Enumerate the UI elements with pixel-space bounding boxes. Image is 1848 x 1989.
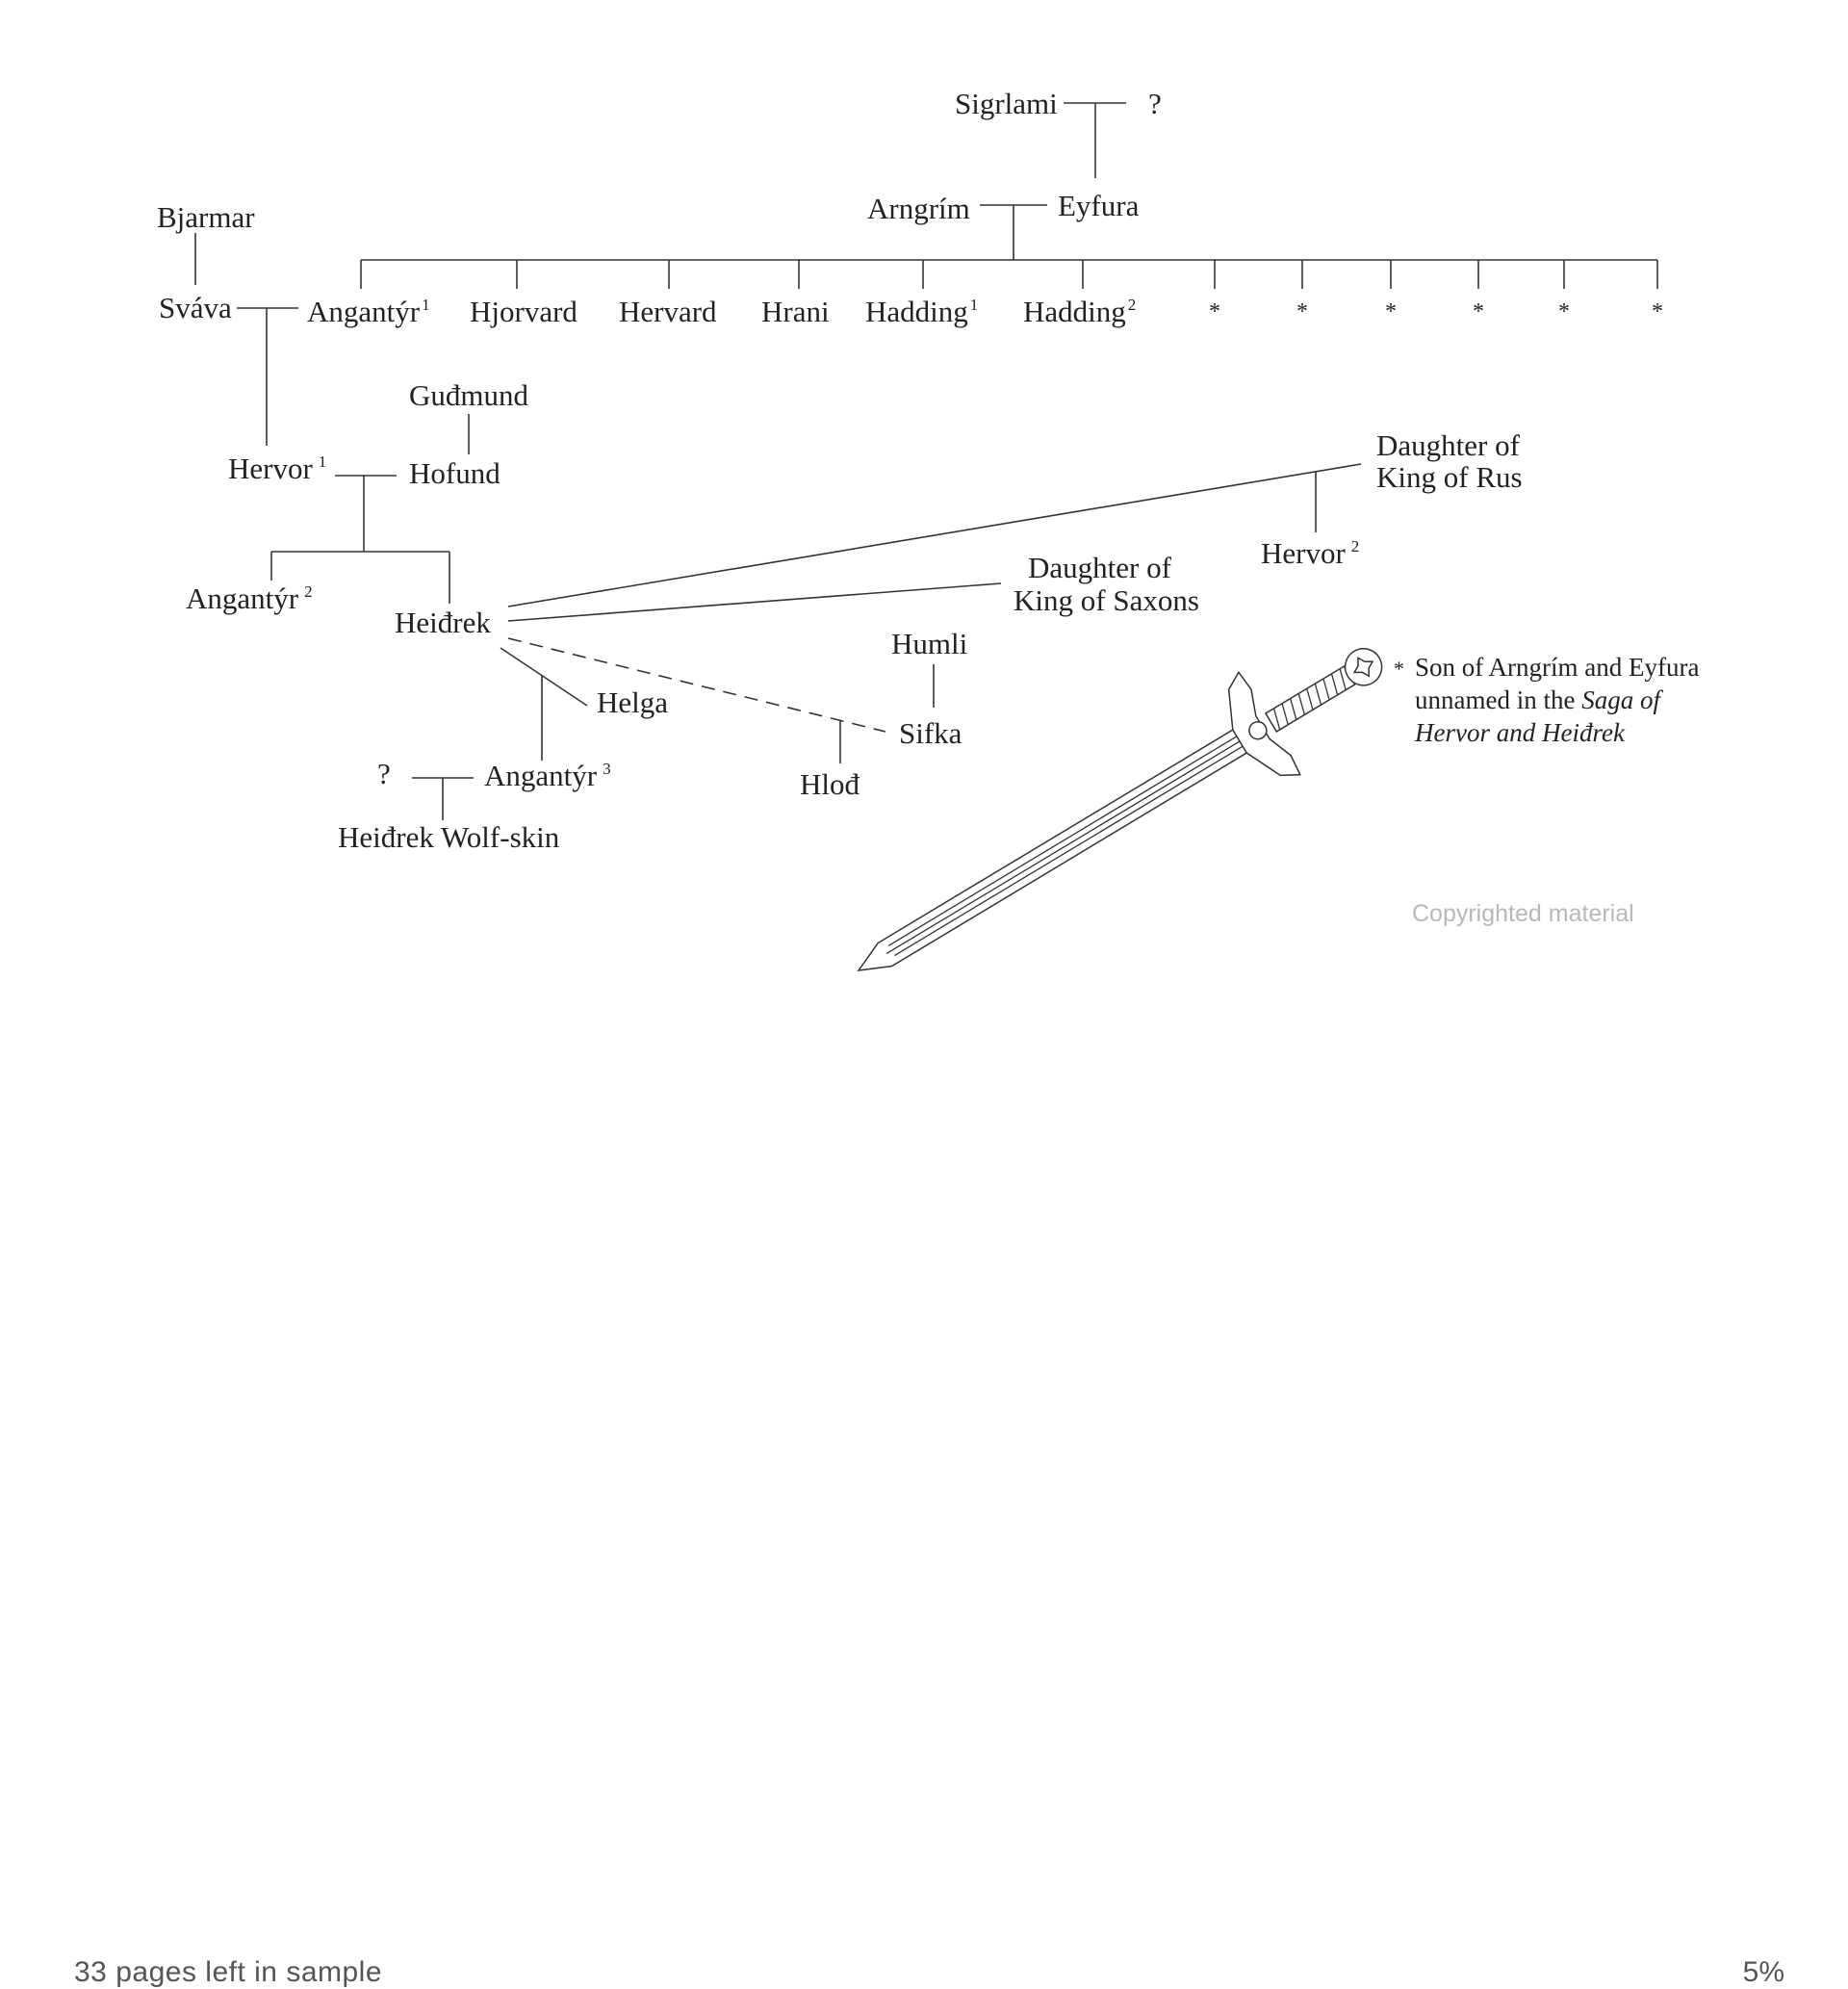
- unnamed-son-marker: *: [1558, 299, 1570, 324]
- name-humli: Humli: [891, 627, 968, 660]
- name-helga: Helga: [597, 685, 668, 719]
- name-unknown-top: ?: [1148, 87, 1162, 120]
- family-tree-diagram: Sigrlami ? Arngrím Eyfura Bjarmar Sváva …: [157, 87, 1699, 971]
- sword-illustration: [857, 648, 1383, 971]
- footnote-line1: Son of Arngrím and Eyfura: [1415, 653, 1699, 682]
- unnamed-son-marker: *: [1385, 299, 1397, 324]
- unnamed-son-marker: *: [1652, 299, 1663, 324]
- footnote-line3: Hervor and Heiđrek: [1414, 718, 1626, 747]
- book-page: Sigrlami ? Arngrím Eyfura Bjarmar Sváva …: [0, 0, 1848, 972]
- name-heidrek-wolf-skin: Heiđrek Wolf-skin: [338, 820, 560, 854]
- name-hjorvard: Hjorvard: [470, 295, 578, 328]
- name-hlod: Hlođ: [800, 767, 860, 801]
- footnote-star: *: [1394, 657, 1404, 681]
- footnote: * Son of Arngrím and Eyfura unnamed in t…: [1394, 653, 1699, 747]
- name-unknown-bottom: ?: [377, 757, 391, 790]
- name-svava: Sváva: [159, 291, 232, 324]
- pages-left-text: 33 pages left in sample: [74, 1956, 383, 1988]
- name-gudmund: Guđmund: [409, 378, 529, 412]
- unnamed-son-marker: *: [1473, 299, 1484, 324]
- name-sifka: Sifka: [899, 716, 962, 750]
- tree-names: Sigrlami ? Arngrím Eyfura Bjarmar Sváva …: [157, 87, 1663, 854]
- name-daughter-king-saxons-line1: Daughter of: [1028, 551, 1172, 584]
- name-daughter-king-saxons-line2: King of Saxons: [1014, 583, 1199, 617]
- copyright-watermark: Copyrighted material: [1412, 900, 1634, 927]
- reader-footer: 33 pages left in sample 5%: [0, 972, 1848, 1988]
- footnote-line2: unnamed in the Saga of: [1415, 685, 1663, 714]
- name-hervard: Hervard: [619, 295, 717, 328]
- name-sigrlami: Sigrlami: [955, 87, 1058, 120]
- name-hofund: Hofund: [409, 456, 500, 490]
- unnamed-son-marker: *: [1209, 299, 1220, 324]
- name-hrani: Hrani: [761, 295, 830, 328]
- name-daughter-king-rus-line1: Daughter of: [1376, 428, 1521, 462]
- name-daughter-king-rus-line2: King of Rus: [1376, 460, 1523, 494]
- name-eyfura: Eyfura: [1058, 189, 1140, 222]
- tree-connectors: [194, 102, 1658, 820]
- reading-progress: 5%: [1742, 1956, 1784, 1988]
- unnamed-son-marker: *: [1296, 299, 1308, 324]
- name-arngrim: Arngrím: [867, 192, 970, 225]
- name-bjarmar: Bjarmar: [157, 200, 255, 234]
- name-heidrek: Heiđrek: [395, 606, 491, 639]
